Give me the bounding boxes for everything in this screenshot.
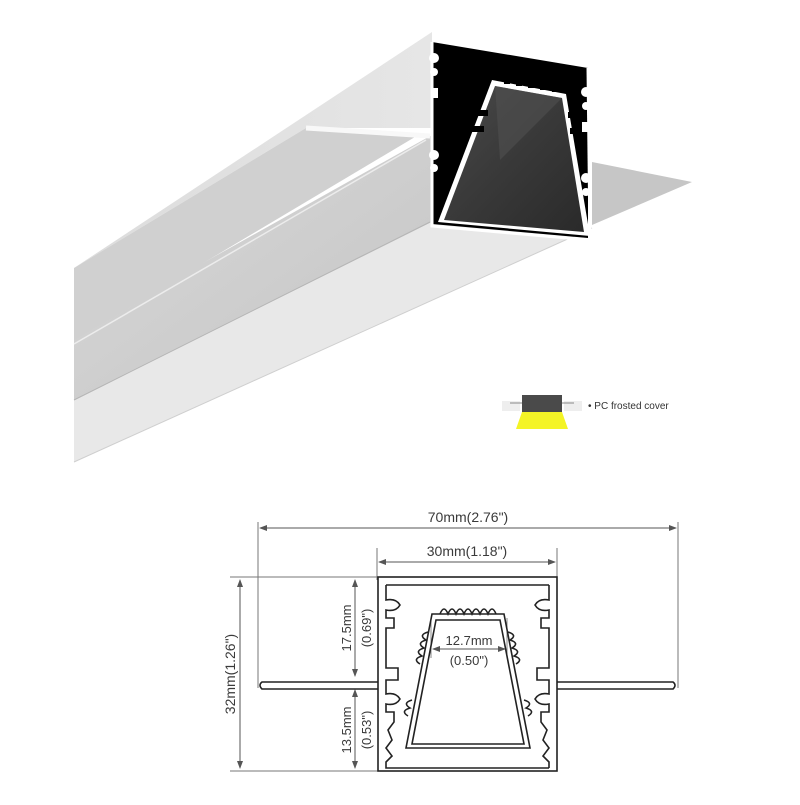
upper-height-in-label: (0.69") <box>359 609 374 648</box>
bottom-face <box>74 222 592 462</box>
overall-height-label: 32mm(1.26") <box>222 634 238 714</box>
body-upper-face <box>74 128 420 340</box>
profile-3d-render: • PC frosted cover <box>73 32 720 463</box>
overall-width-label: 70mm(2.76") <box>428 509 508 525</box>
pcb-width-in-label: (0.50") <box>450 653 489 668</box>
dimension-drawing: 70mm(2.76") 30mm(1.18") 32mm(1.26") 17.5… <box>222 509 679 772</box>
top-flange <box>74 32 432 268</box>
cross-section-drawing: 70mm(2.76") 30mm(1.18") 32mm(1.26") 17.5… <box>0 480 800 800</box>
lower-height-mm-label: 13.5mm <box>339 707 354 754</box>
upper-height-mm-label: 17.5mm <box>339 605 354 652</box>
frosted-cover-icon <box>502 395 582 429</box>
body-width-label: 30mm(1.18") <box>427 543 507 559</box>
profile-end-cap <box>429 42 592 242</box>
profile-3d-illustration <box>73 32 692 463</box>
lower-height-in-label: (0.53") <box>359 711 374 750</box>
profile-outline <box>259 576 676 772</box>
body-side-face <box>74 135 432 402</box>
cover-legend: • PC frosted cover <box>500 395 720 431</box>
cover-label: • PC frosted cover <box>588 401 669 412</box>
right-flange <box>592 162 692 225</box>
pcb-width-mm-label: 12.7mm <box>446 633 493 648</box>
